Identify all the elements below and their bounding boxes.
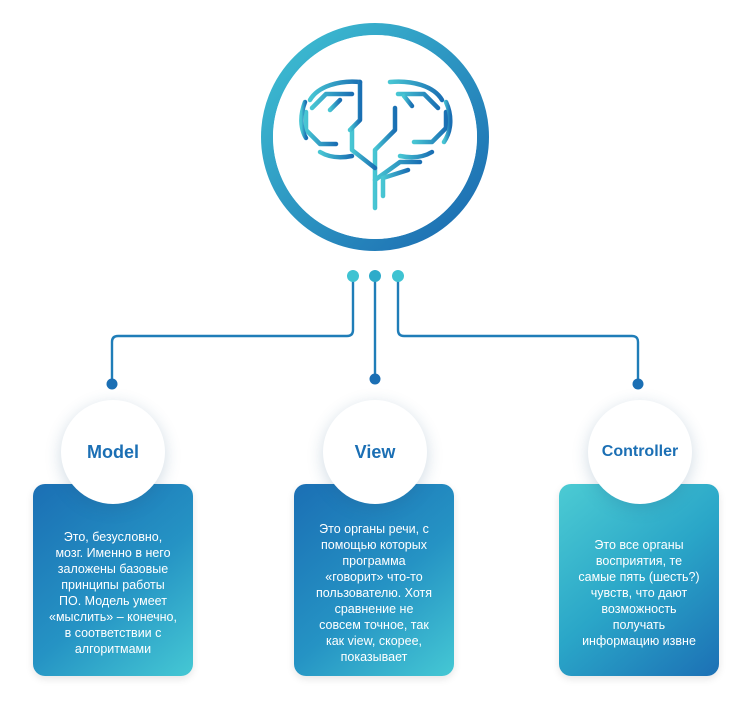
view-label: View [354, 441, 396, 462]
controller-label: Controller [601, 443, 679, 460]
controller-card: Это все органы восприятия, те самые пять… [559, 484, 719, 676]
connector-dots [106, 270, 644, 390]
view-description: Это органы речи, с помощью которых прогр… [315, 522, 433, 664]
view-node: View [323, 400, 427, 504]
view-card: Это органы речи, с помощью которых прогр… [294, 484, 454, 676]
model-card: Это, безусловно, мозг. Именно в него зал… [33, 484, 193, 676]
controller-description: Это все органы восприятия, те самые пять… [578, 538, 700, 648]
model-description: Это, безусловно, мозг. Именно в него зал… [49, 530, 177, 656]
model-node: Model [61, 400, 165, 504]
connector-lines [110, 276, 640, 383]
brain-circuit-icon [299, 79, 453, 211]
model-label: Model [87, 441, 139, 462]
brain-ring [261, 23, 489, 251]
controller-node: Controller [588, 400, 692, 504]
